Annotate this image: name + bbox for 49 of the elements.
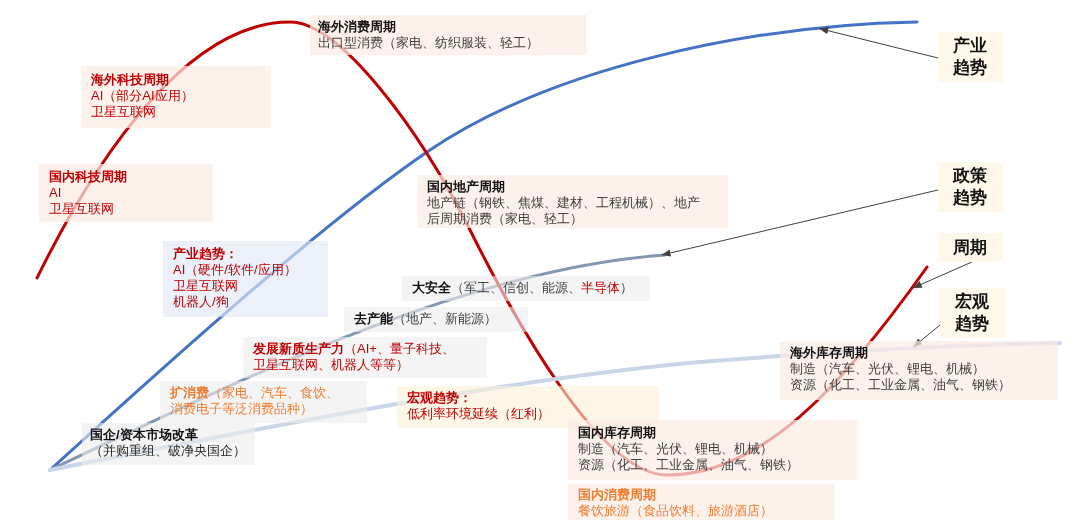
box-text: ） [620, 280, 633, 295]
box-heading: 海外消费周期 [318, 19, 396, 35]
box-heading: 产业趋势： [173, 246, 238, 262]
box-text: 低利率环境延续（红利） [407, 406, 550, 422]
box-text: 资源（化工、工业金属、油气、钢铁） [790, 377, 1011, 393]
box-text: 卫星互联网 [49, 201, 114, 217]
text-panel [397, 386, 659, 428]
callout-box [938, 32, 1003, 82]
callout-box [940, 288, 1005, 338]
box-text: AI（硬件/软件/应用） [173, 262, 297, 278]
text-panel [82, 423, 255, 465]
box-heading: 海外科技周期 [91, 72, 169, 88]
box-heading: 宏观趋势： [407, 390, 472, 406]
box-heading: 国内库存周期 [578, 425, 656, 441]
box-text: 发展新质生产力（AI+、量子科技、卫星互联网、机器人等等） [253, 341, 456, 373]
box-text: 机器人/狗 [173, 294, 229, 310]
box-text: 地产链（钢铁、焦煤、建材、工程机械）、地产后周期消费（家电、轻工） [427, 195, 701, 227]
callout-text: 产业趋势 [952, 35, 989, 79]
callout-text: 宏观趋势 [954, 291, 991, 335]
highlight-text: 半导体 [581, 280, 620, 295]
box-text: 卫星互联网 [173, 278, 238, 294]
box-text: AI [49, 185, 62, 201]
callout-box [938, 233, 1003, 262]
box-heading: 国企/资本市场改革 [90, 427, 198, 443]
box-text: 卫星互联网 [91, 104, 156, 120]
box-heading: 大安全 [412, 280, 451, 295]
box-text: 餐饮旅游（食品饮料、旅游酒店） [578, 503, 773, 519]
text-panel [160, 381, 367, 423]
leader-arrow [818, 27, 939, 59]
callout-box [938, 162, 1003, 212]
box-text: 出口型消费（家电、纺织服装、轻工） [318, 35, 539, 51]
box-text: 制造（汽车、光伏、锂电、机械） [578, 441, 773, 457]
box-text: 制造（汽车、光伏、锂电、机械） [790, 361, 985, 377]
box-text: 资源（化工、工业金属、油气、钢铁） [578, 457, 799, 473]
box-text: 扩消费（家电、汽车、食饮、消费电子等泛消费品种） [170, 385, 340, 417]
leader-arrow [912, 261, 973, 289]
box-heading: 国内消费周期 [578, 487, 656, 503]
box-heading: 国内科技周期 [49, 169, 127, 185]
box-text: （军工、信创、能源、 [451, 280, 581, 295]
box-text: （并购重组、破净央国企） [90, 443, 246, 459]
box-heading: 海外库存周期 [790, 345, 868, 361]
callout-text: 政策趋势 [952, 165, 989, 209]
text-panel [243, 337, 487, 378]
box-text: 去产能（地产、新能源） [354, 311, 497, 327]
box-heading: 国内地产周期 [427, 179, 505, 195]
text-panel [310, 15, 587, 55]
box-text: AI（部分AI应用） [91, 88, 194, 104]
callout-text: 周期 [952, 236, 989, 259]
leader-arrow [661, 189, 939, 257]
